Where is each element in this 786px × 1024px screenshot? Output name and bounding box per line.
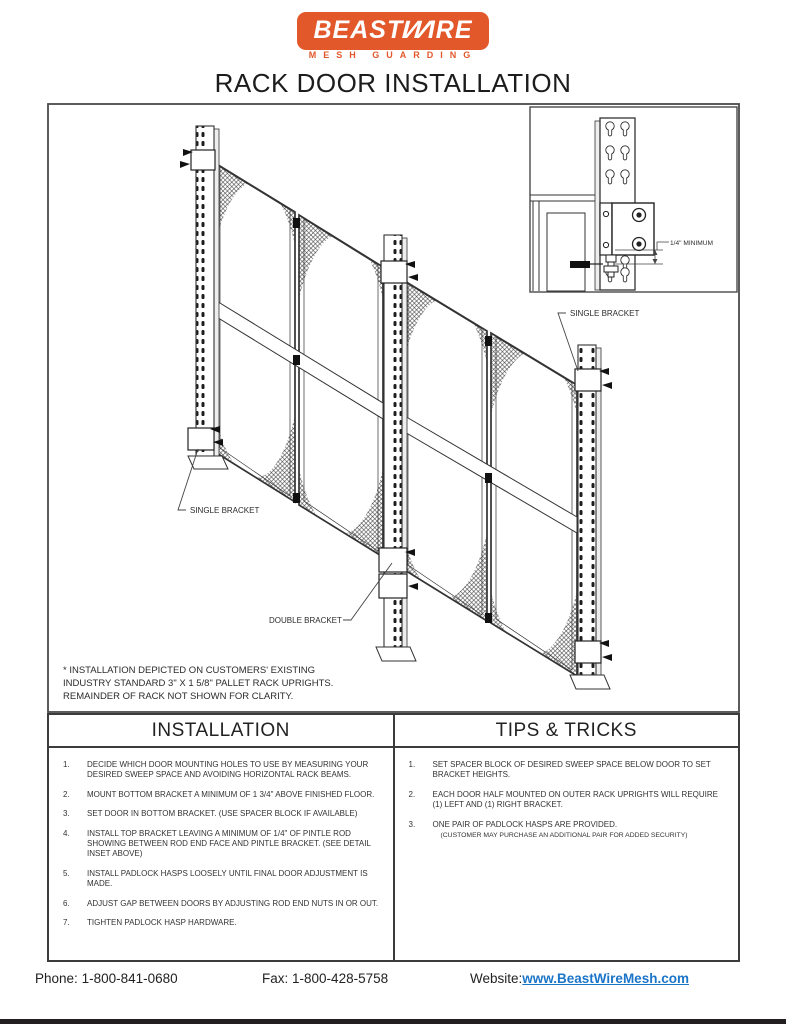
tip-text-sub: (CUSTOMER MAY PURCHASE AN ADDITIONAL PAI… (440, 831, 688, 839)
label-double-bracket: DOUBLE BRACKET (269, 616, 342, 625)
step-text: ONE PAIR OF PADLOCK HASPS ARE PROVIDED. (… (433, 820, 688, 841)
tips-column: TIPS & TRICKS 1. SET SPACER BLOCK OF DESI… (394, 715, 739, 960)
step-number: 3. (408, 819, 416, 829)
tips-header: TIPS & TRICKS (394, 715, 738, 748)
bracket-hardware-flags (180, 149, 612, 661)
phone-number: 1-800-841-0680 (81, 971, 178, 986)
step-text: INSTALL PADLOCK HASPS LOOSELY UNTIL FINA… (87, 868, 370, 889)
footer-divider-bar (0, 1019, 786, 1024)
logo-text-beast: BEAST (313, 16, 404, 44)
installation-step: 1. DECIDE WHICH DOOR MOUNTING HOLES TO US… (63, 760, 383, 781)
tips-step: 2. EACH DOOR HALF MOUNTED ON OUTER RACK U… (409, 790, 729, 811)
phone-contact: Phone: 1-800-841-0680 (35, 971, 178, 986)
label-quarter-inch-minimum: 1/4" MINIMUM (670, 240, 713, 247)
fax-contact: Fax: 1-800-428-5758 (262, 971, 388, 986)
website-label: Website: (470, 971, 523, 986)
step-text: EACH DOOR HALF MOUNTED ON OUTER RACK UPR… (432, 789, 727, 810)
beastwire-logo: BEASTWIRE (299, 14, 487, 48)
page-title: RACK DOOR INSTALLATION (214, 68, 572, 98)
rack-upright-middle (375, 234, 417, 662)
website-contact: Website:www.BeastWireMesh.com (470, 971, 689, 986)
rack-door-technical-drawing: SINGLE BRACKET SINGLE BRACKET DOUBLE BRA… (47, 103, 740, 713)
installation-steps: 1. DECIDE WHICH DOOR MOUNTING HOLES TO US… (49, 748, 393, 937)
pintle-bracket (599, 202, 655, 256)
step-text: ADJUST GAP BETWEEN DOORS BY ADJUSTING RO… (87, 898, 379, 908)
installation-header: INSTALLATION (49, 715, 393, 748)
step-text: SET DOOR IN BOTTOM BRACKET. (USE SPACER … (87, 809, 358, 819)
detail-inset: 1/4" MINIMUM (529, 106, 738, 293)
website-link[interactable]: www.BeastWireMesh.com (522, 971, 689, 986)
step-text: DECIDE WHICH DOOR MOUNTING HOLES TO USE … (87, 760, 371, 780)
installation-step: 4. INSTALL TOP BRACKET LEAVING A MINIMUM … (63, 829, 383, 860)
step-number: 1. (63, 760, 70, 769)
installation-step: 3. SET DOOR IN BOTTOM BRACKET. (USE SPACE… (63, 809, 383, 819)
step-text: INSTALL TOP BRACKET LEAVING A MINIMUM OF… (87, 828, 373, 859)
installation-step: 7. TIGHTEN PADLOCK HASP HARDWARE. (63, 918, 383, 928)
brand-logo: BEASTWIRE MESH GUARDING (0, 14, 786, 60)
logo-tagline: MESH GUARDING (308, 50, 478, 60)
label-single-bracket-top: SINGLE BRACKET (570, 309, 639, 318)
drawing-note: * INSTALLATION DEPICTED ON CUSTOMERS' EX… (63, 665, 333, 702)
step-number: 2. (63, 789, 70, 799)
note-line-2: INDUSTRY STANDARD 3" X 1 5/8" PALLET RAC… (63, 678, 333, 689)
step-text: TIGHTEN PADLOCK HASP HARDWARE. (87, 917, 237, 927)
pintle-rod (570, 254, 619, 278)
contact-footer: Phone: 1-800-841-0680 Fax: 1-800-428-575… (0, 971, 786, 993)
tips-step: 3. ONE PAIR OF PADLOCK HASPS ARE PROVIDED… (409, 820, 729, 841)
step-number: 1. (408, 760, 416, 769)
rack-upright-left (187, 125, 229, 470)
step-text: MOUNT BOTTOM BRACKET A MINIMUM OF 1 3/4"… (87, 789, 375, 799)
fax-label: Fax: (262, 971, 289, 986)
step-number: 2. (408, 789, 416, 799)
step-number: 3. (63, 809, 70, 819)
leader-lines (177, 312, 579, 621)
note-line-1: * INSTALLATION DEPICTED ON CUSTOMERS' EX… (63, 665, 315, 676)
step-number: 5. (63, 868, 70, 878)
dimension-arrows (652, 250, 658, 264)
label-single-bracket-bottom: SINGLE BRACKET (190, 506, 259, 515)
tip-text-main: ONE PAIR OF PADLOCK HASPS ARE PROVIDED. (432, 819, 618, 829)
rack-upright-right (569, 344, 611, 690)
logo-text-ire: IRE (427, 16, 473, 44)
drawing-border (47, 103, 740, 713)
tips-steps: 1. SET SPACER BLOCK OF DESIRED SWEEP SPAC… (395, 748, 739, 850)
step-number: 4. (63, 828, 70, 838)
instruction-table: INSTALLATION 1. DECIDE WHICH DOOR MOUNTIN… (47, 713, 740, 962)
mounting-brackets (187, 149, 602, 664)
installation-step: 6. ADJUST GAP BETWEEN DOORS BY ADJUSTING … (63, 899, 383, 909)
installation-step: 5. INSTALL PADLOCK HASPS LOOSELY UNTIL FI… (63, 869, 383, 890)
fax-number: 1-800-428-5758 (292, 971, 389, 986)
step-number: 6. (63, 898, 70, 908)
step-number: 7. (63, 917, 70, 927)
installation-step: 2. MOUNT BOTTOM BRACKET A MINIMUM OF 1 3/… (63, 790, 383, 800)
phone-label: Phone: (35, 971, 78, 986)
note-line-3: REMAINDER OF RACK NOT SHOWN FOR CLARITY. (63, 691, 293, 702)
step-text: SET SPACER BLOCK OF DESIRED SWEEP SPACE … (432, 760, 713, 780)
tips-step: 1. SET SPACER BLOCK OF DESIRED SWEEP SPAC… (409, 760, 729, 781)
installation-column: INSTALLATION 1. DECIDE WHICH DOOR MOUNTIN… (49, 715, 395, 960)
